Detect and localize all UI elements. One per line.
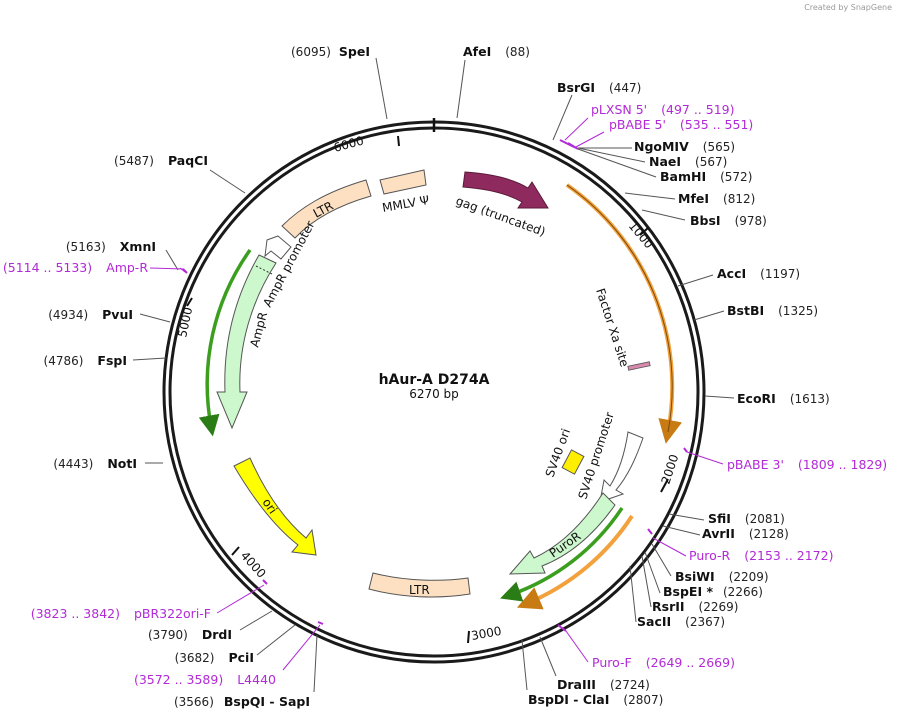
site-mfei: MfeI(812) bbox=[678, 191, 755, 206]
plasmid-size: 6270 bp bbox=[409, 387, 459, 401]
site-leaders bbox=[132, 57, 735, 693]
tick-marks bbox=[186, 135, 669, 644]
site-acci: AccI(1197) bbox=[717, 266, 800, 281]
site-spei: (6095)SpeI bbox=[291, 44, 370, 59]
site-rsrii: RsrII(2269) bbox=[652, 599, 738, 614]
tick-3000: 3000 bbox=[470, 624, 503, 643]
feature-mmlv-psi bbox=[379, 169, 427, 195]
site-paqci: (5487)PaqCI bbox=[114, 153, 208, 168]
orf-arc-green-bottom bbox=[500, 507, 624, 602]
feature-gag bbox=[462, 171, 549, 209]
tick-4000: 4000 bbox=[238, 549, 269, 581]
feature-label-ltr-2: LTR bbox=[409, 583, 430, 597]
site-xmni: (5163)XmnI bbox=[66, 239, 156, 254]
site-sfii: SfiI(2081) bbox=[708, 511, 785, 526]
site-bspqi-sapi: (3566)BspQI - SapI bbox=[174, 694, 310, 709]
primer-pbabe3: pBABE 3'(1809 .. 1829) bbox=[727, 457, 887, 472]
plasmid-name: hAur-A D274A bbox=[379, 372, 490, 388]
tick-2000: 2000 bbox=[659, 453, 682, 486]
orf-arc-orange-right bbox=[565, 183, 682, 444]
feature-sv40-promoter bbox=[599, 431, 644, 503]
tick-5000: 5000 bbox=[175, 306, 195, 339]
site-bsrgi: BsrGI(447) bbox=[557, 80, 641, 95]
feature-factor-xa bbox=[627, 361, 651, 371]
site-noti: (4443)NotI bbox=[53, 456, 137, 471]
feature-sv40-ori bbox=[561, 449, 585, 475]
site-bstbi: BstBI(1325) bbox=[727, 303, 818, 318]
site-ecori: EcoRI(1613) bbox=[737, 391, 830, 406]
site-ngomiv: NgoMIV(565) bbox=[634, 139, 735, 154]
primer-pbabe5: pBABE 5'(535 .. 551) bbox=[609, 117, 753, 132]
feature-ampr bbox=[216, 254, 277, 430]
primer-amp-r-leader bbox=[149, 267, 185, 270]
site-sacii: SacII(2367) bbox=[637, 614, 725, 629]
primer-puror: Puro-R(2153 .. 2172) bbox=[689, 548, 833, 563]
ampr-divider bbox=[255, 265, 273, 275]
site-bspdi-clai: BspDI - ClaI(2807) bbox=[528, 692, 663, 707]
site-draiii: DraIII(2724) bbox=[557, 677, 650, 692]
site-drdi: (3790)DrdI bbox=[148, 627, 232, 642]
site-bspei: BspEI *(2266) bbox=[663, 584, 763, 599]
site-pcii: (3682)PciI bbox=[175, 650, 254, 665]
site-pvui: (4934)PvuI bbox=[48, 307, 133, 322]
feature-label-mmlv-psi: MMLV Ψ bbox=[381, 193, 430, 215]
site-fspi: (4786)FspI bbox=[44, 353, 127, 368]
site-bbsi: BbsI(978) bbox=[690, 213, 767, 228]
feature-ltr-1 bbox=[281, 179, 372, 239]
orf-arc-orange-right-core bbox=[566, 184, 673, 433]
snapgene-credit: Created by SnapGene bbox=[804, 3, 892, 12]
primer-purof: Puro-F(2649 .. 2669) bbox=[592, 655, 735, 670]
site-avrii: AvrII(2128) bbox=[702, 526, 789, 541]
primer-pbr322ori-f: (3823 .. 3842)pBR322ori-F bbox=[31, 606, 211, 621]
feature-ltr-2 bbox=[368, 572, 471, 598]
orf-arc-green-left bbox=[198, 248, 252, 437]
orf-arc-orange-bottom bbox=[516, 514, 634, 610]
feature-ampr-promoter bbox=[264, 235, 292, 260]
site-naei: NaeI(567) bbox=[649, 154, 727, 169]
feature-puror bbox=[508, 492, 616, 575]
primer-markers bbox=[179, 117, 724, 671]
primer-amp-r: (5114 .. 5133)Amp-R bbox=[3, 260, 148, 275]
site-bsiwi: BsiWI(2209) bbox=[675, 569, 769, 584]
tick-6000: 6000 bbox=[332, 133, 365, 154]
primer-plxsn5: pLXSN 5'(497 .. 519) bbox=[591, 102, 735, 117]
feature-ori bbox=[233, 457, 317, 556]
site-bamhi: BamHI(572) bbox=[660, 169, 752, 184]
primer-l4440: (3572 .. 3589)L4440 bbox=[134, 672, 276, 687]
site-afei: AfeI(88) bbox=[463, 44, 530, 59]
feature-label-factor-xa: Factor Xa site bbox=[593, 287, 632, 369]
